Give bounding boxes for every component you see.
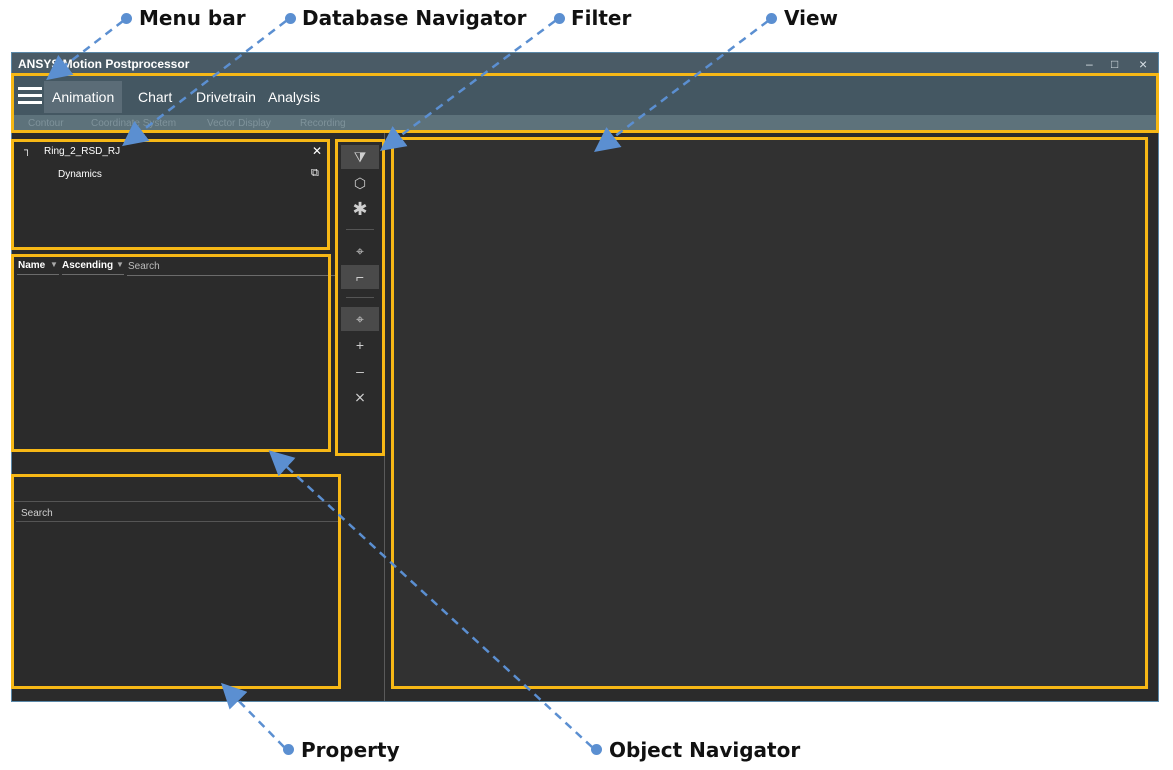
sort-field-dropdown[interactable]: Name xyxy=(18,260,46,271)
maximize-button[interactable]: □ xyxy=(1111,57,1119,71)
copy-icon[interactable]: ⧉ xyxy=(311,167,319,179)
sort-order-dropdown[interactable]: Ascending xyxy=(62,260,114,271)
title-bar: ANSYS Motion Postprocessor – □ × xyxy=(12,53,1158,75)
callout-property: Property xyxy=(301,738,400,762)
tree-expand-icon[interactable]: ┐ xyxy=(24,145,32,156)
minus-icon[interactable]: – xyxy=(356,363,364,379)
asterisk-icon[interactable]: ✱ xyxy=(352,199,368,219)
highlight-menu-bar xyxy=(11,73,1159,133)
cube-icon[interactable]: ⬡ xyxy=(353,175,367,191)
tab-animation[interactable]: Animation xyxy=(44,81,123,113)
tree-node-child[interactable]: Dynamics xyxy=(58,169,102,180)
shuffle-icon[interactable]: ⨯ xyxy=(354,389,366,405)
close-icon[interactable]: ✕ xyxy=(312,144,323,158)
connector-icon[interactable]: ⌐ xyxy=(341,265,379,289)
tree-node-root[interactable]: Ring_2_RSD_RJ xyxy=(44,146,121,157)
window-title: ANSYS Motion Postprocessor xyxy=(18,57,190,71)
highlight-object-navigator xyxy=(11,254,331,452)
callout-database-navigator: Database Navigator xyxy=(302,6,527,30)
highlight-view xyxy=(391,137,1148,689)
filter-icon[interactable]: ⧩ xyxy=(341,145,379,169)
crosshair-icon[interactable]: ⌖ xyxy=(356,243,364,259)
highlight-database-navigator xyxy=(11,139,330,250)
plus-icon[interactable]: + xyxy=(355,337,365,353)
ribbon-recording[interactable]: Recording xyxy=(300,118,346,129)
callout-filter: Filter xyxy=(571,6,632,30)
highlight-property xyxy=(11,474,341,689)
chevron-down-icon: ▼ xyxy=(116,260,124,269)
hamburger-menu-icon[interactable] xyxy=(18,87,42,105)
highlight-filter xyxy=(335,139,385,456)
ribbon-contour[interactable]: Contour xyxy=(28,118,64,129)
property-search-input[interactable]: Search xyxy=(21,508,53,519)
object-search-input[interactable]: Search xyxy=(128,261,160,272)
callout-view: View xyxy=(784,6,839,30)
callout-menu-bar: Menu bar xyxy=(139,6,246,30)
minimize-button[interactable]: – xyxy=(1086,57,1093,71)
callout-object-navigator: Object Navigator xyxy=(609,738,801,762)
app-window: ANSYS Motion Postprocessor – □ × Animati… xyxy=(11,52,1159,702)
chevron-down-icon: ▼ xyxy=(50,260,58,269)
pointer-icon[interactable]: ⌖ xyxy=(341,307,379,331)
close-button[interactable]: × xyxy=(1139,56,1148,72)
